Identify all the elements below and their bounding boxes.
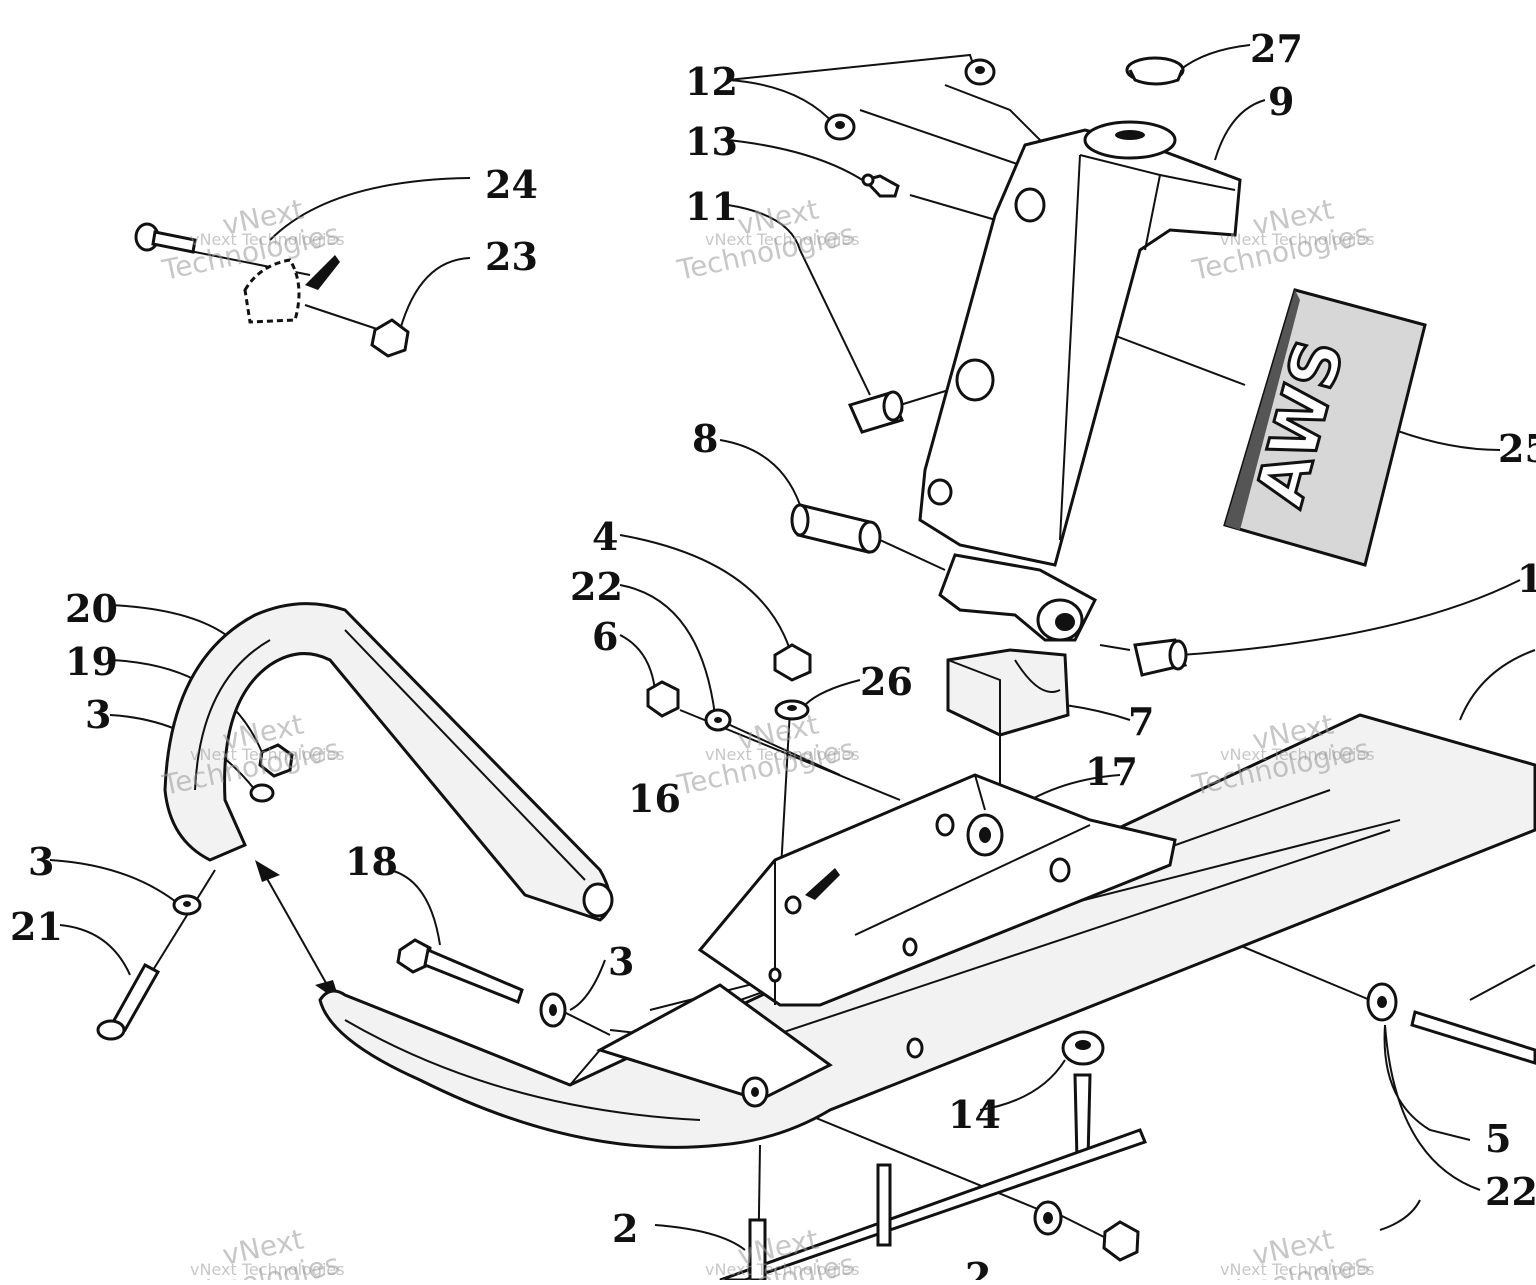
callout-27: 27	[1250, 26, 1303, 71]
bolt-nut-upper-left	[134, 222, 410, 358]
callout-22: 22	[570, 564, 623, 609]
watermark-text: vNext Technologies	[190, 745, 345, 764]
right-ski-tip	[1379, 649, 1536, 1231]
grease-fitting	[861, 173, 900, 198]
spindle-bolt-right	[1366, 982, 1536, 1065]
bushing-lower	[790, 503, 882, 554]
washer-17	[966, 813, 1004, 857]
callout-14: 14	[948, 1092, 1001, 1137]
callout-24: 24	[485, 162, 538, 207]
callout-23: 23	[485, 234, 538, 279]
screw-21	[96, 962, 161, 1041]
callout-19: 19	[65, 639, 118, 684]
spindle-clevis	[938, 553, 1097, 642]
leader-lines	[49, 44, 1521, 1281]
saddle-fasteners	[646, 643, 812, 732]
callout-5: 5	[1485, 1116, 1511, 1161]
bushing-side	[1133, 638, 1188, 677]
watermark-text: vNext Technologies	[1220, 230, 1375, 249]
callout-6: 6	[592, 614, 618, 659]
callout-2: 2	[965, 1254, 991, 1280]
callout-1: 1	[1517, 556, 1536, 601]
callout-12: 12	[685, 59, 738, 104]
bolt-18	[396, 938, 567, 1028]
watermark-text: vNext Technologies	[705, 230, 860, 249]
ski-saddle	[697, 773, 1177, 1059]
watermark-text: vNext Technologies	[1220, 745, 1375, 764]
callout-8: 8	[692, 416, 718, 461]
callout-9: 9	[1268, 79, 1294, 124]
callout-21: 21	[10, 904, 63, 949]
saddle-block	[946, 648, 1070, 737]
watermark-text: vNext Technologies	[190, 230, 345, 249]
aws-decal: AWS	[1223, 288, 1427, 567]
ski-loop	[163, 602, 614, 922]
watermark-text: vNext Technologies	[190, 1260, 345, 1279]
callout-11: 11	[685, 184, 738, 229]
loop-fasteners	[172, 743, 294, 916]
watermark-text: vNext Technologies	[705, 1260, 860, 1279]
callout-4: 4	[592, 514, 618, 559]
spacer-stud	[1061, 1030, 1105, 1162]
callout-7: 7	[1128, 699, 1154, 744]
callout-16: 16	[628, 776, 681, 821]
lock-nuts-upper	[824, 58, 996, 141]
cap	[1125, 56, 1185, 86]
alignment-arrow	[255, 860, 340, 1002]
watermark-text: vNext Technologies	[705, 745, 860, 764]
callout-13: 13	[685, 119, 738, 164]
callout-20: 20	[65, 586, 118, 631]
callout-22: 22	[1485, 1169, 1536, 1214]
callout-17: 17	[1085, 749, 1138, 794]
callout-labels: 2712913112423258422620193267171618145212…	[10, 26, 1536, 1285]
callout-3: 3	[28, 839, 54, 884]
bottom-fasteners	[1033, 1200, 1140, 1262]
callout-25: 25	[1498, 426, 1536, 471]
callout-3: 3	[608, 939, 634, 984]
spindle-housing	[918, 120, 1242, 567]
callout-2: 2	[612, 1206, 638, 1251]
callout-26: 26	[860, 659, 913, 704]
watermark-text: vNext Technologies	[1220, 1260, 1375, 1279]
bushing-upper	[847, 390, 905, 434]
callout-18: 18	[345, 839, 398, 884]
callout-3: 3	[85, 692, 111, 737]
